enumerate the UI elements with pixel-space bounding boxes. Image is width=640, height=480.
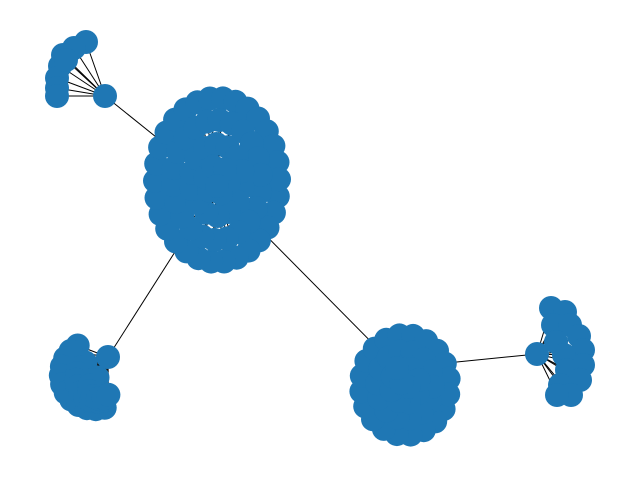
- leaf-node: [545, 383, 569, 407]
- leaf-node: [45, 84, 69, 108]
- edges-layer: [56, 41, 584, 435]
- hub-node: [205, 174, 229, 198]
- leaf-node: [248, 162, 273, 187]
- leaf-node: [54, 48, 78, 72]
- leaf-node: [161, 173, 186, 198]
- nodes-layer: [45, 30, 595, 447]
- hub-node: [385, 356, 409, 380]
- leaf-node: [143, 168, 167, 193]
- hub-node: [525, 342, 549, 366]
- leaf-node: [96, 382, 121, 407]
- hub-node: [96, 345, 120, 369]
- hub-node: [93, 84, 117, 108]
- leaf-node: [267, 167, 291, 192]
